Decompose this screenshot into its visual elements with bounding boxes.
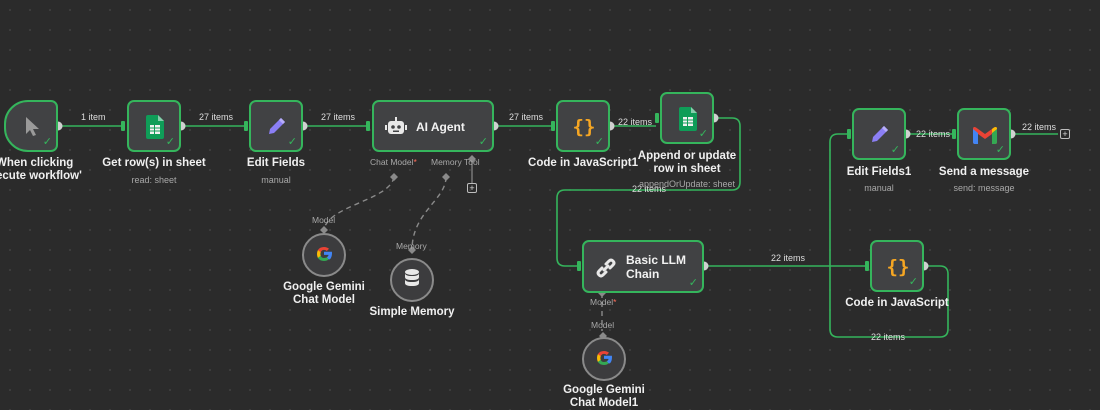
node-code-javascript[interactable]: {} ✓ — [870, 240, 924, 292]
success-check-icon: ✓ — [165, 136, 175, 148]
robot-icon — [384, 116, 408, 138]
port-label-model: Model — [312, 215, 336, 225]
link-icon — [593, 255, 619, 281]
node-gemini-chat-model[interactable] — [302, 233, 346, 277]
node-send-message[interactable]: ✓ — [957, 108, 1011, 160]
edge-label: 22 items — [916, 129, 951, 139]
node-title: Code in JavaScript — [845, 297, 949, 309]
curly-braces-icon: {} — [572, 116, 596, 138]
edge-label: 22 items — [771, 253, 806, 263]
node-title: Edit Fields — [246, 157, 306, 169]
edge-label: 27 items — [199, 112, 234, 122]
port-label-model: Model* — [590, 297, 617, 307]
node-append-update-sheet[interactable]: ✓ — [660, 92, 714, 144]
curly-braces-icon: {} — [886, 256, 910, 278]
node-title: Simple Memory — [369, 306, 455, 318]
port-label-memory: Memory — [431, 157, 462, 167]
node-gemini-chat-model1[interactable] — [582, 337, 626, 381]
node-ai-agent[interactable]: AI Agent ✓ — [372, 100, 494, 152]
node-code-javascript1[interactable]: {} ✓ — [556, 100, 610, 152]
google-g-icon — [314, 243, 334, 268]
edge-label: 22 items — [618, 117, 653, 127]
node-subtitle: read: sheet — [131, 175, 177, 185]
node-basic-llm-chain[interactable]: Basic LLM Chain ✓ — [582, 240, 704, 293]
success-check-icon: ✓ — [890, 144, 900, 156]
google-sheets-icon — [677, 106, 699, 132]
node-title: Code in JavaScript1 — [528, 157, 638, 169]
edge-label: 27 items — [321, 112, 356, 122]
node-title: Get row(s) in sheet — [102, 157, 206, 169]
node-title: Basic LLM Chain — [626, 253, 687, 281]
node-title: When clicking ecute workflow' — [0, 157, 82, 182]
subconnection-agent-chatmodel[interactable] — [323, 176, 395, 230]
edge-label: 22 items — [632, 184, 667, 194]
edge-label: 27 items — [509, 112, 544, 122]
node-title: Send a message — [938, 166, 1030, 178]
node-title: Google Gemini Chat Model — [283, 281, 365, 306]
pencil-icon — [868, 122, 892, 146]
add-tool-button[interactable]: + — [467, 183, 477, 193]
cursor-pointer-icon — [20, 114, 44, 138]
pencil-icon — [265, 114, 289, 138]
node-simple-memory[interactable] — [390, 258, 434, 302]
port-label-chat-model: Chat Model* — [370, 157, 417, 167]
edge-label: 1 item — [81, 112, 106, 122]
node-get-rows[interactable]: ✓ — [127, 100, 181, 152]
google-g-icon — [594, 347, 614, 372]
add-node-button[interactable]: + — [1060, 129, 1070, 139]
node-title: Edit Fields1 — [846, 166, 912, 178]
node-edit-fields1[interactable]: ✓ — [852, 108, 906, 160]
success-check-icon: ✓ — [42, 136, 52, 148]
node-subtitle: manual — [864, 183, 894, 193]
success-check-icon: ✓ — [688, 277, 698, 289]
node-title: AI Agent — [416, 120, 465, 134]
node-title: Append or update row in sheet — [637, 150, 737, 175]
port-label-memory: Memory — [396, 241, 427, 251]
port-label-tool: Tool — [464, 157, 480, 167]
node-manual-trigger[interactable]: ✓ — [4, 100, 58, 152]
success-check-icon: ✓ — [287, 136, 297, 148]
google-sheets-icon — [144, 114, 166, 140]
subconnection-agent-memory[interactable] — [411, 176, 447, 251]
success-check-icon: ✓ — [995, 144, 1005, 156]
node-edit-fields[interactable]: ✓ — [249, 100, 303, 152]
database-icon — [403, 268, 421, 293]
node-subtitle: appendOrUpdate: sheet — [638, 179, 736, 189]
connection-codejs-editfields1[interactable] — [829, 133, 949, 338]
success-check-icon: ✓ — [908, 276, 918, 288]
success-check-icon: ✓ — [698, 128, 708, 140]
gmail-icon — [972, 124, 998, 146]
success-check-icon: ✓ — [478, 136, 488, 148]
port-label-model: Model — [591, 320, 615, 330]
connection-append-llm[interactable] — [556, 117, 741, 267]
edge-label: 22 items — [1022, 122, 1057, 132]
node-title: Google Gemini Chat Model1 — [563, 384, 645, 409]
edge-label: 22 items — [871, 332, 906, 342]
node-subtitle: manual — [261, 175, 291, 185]
success-check-icon: ✓ — [594, 136, 604, 148]
node-subtitle: send: message — [953, 183, 1015, 193]
